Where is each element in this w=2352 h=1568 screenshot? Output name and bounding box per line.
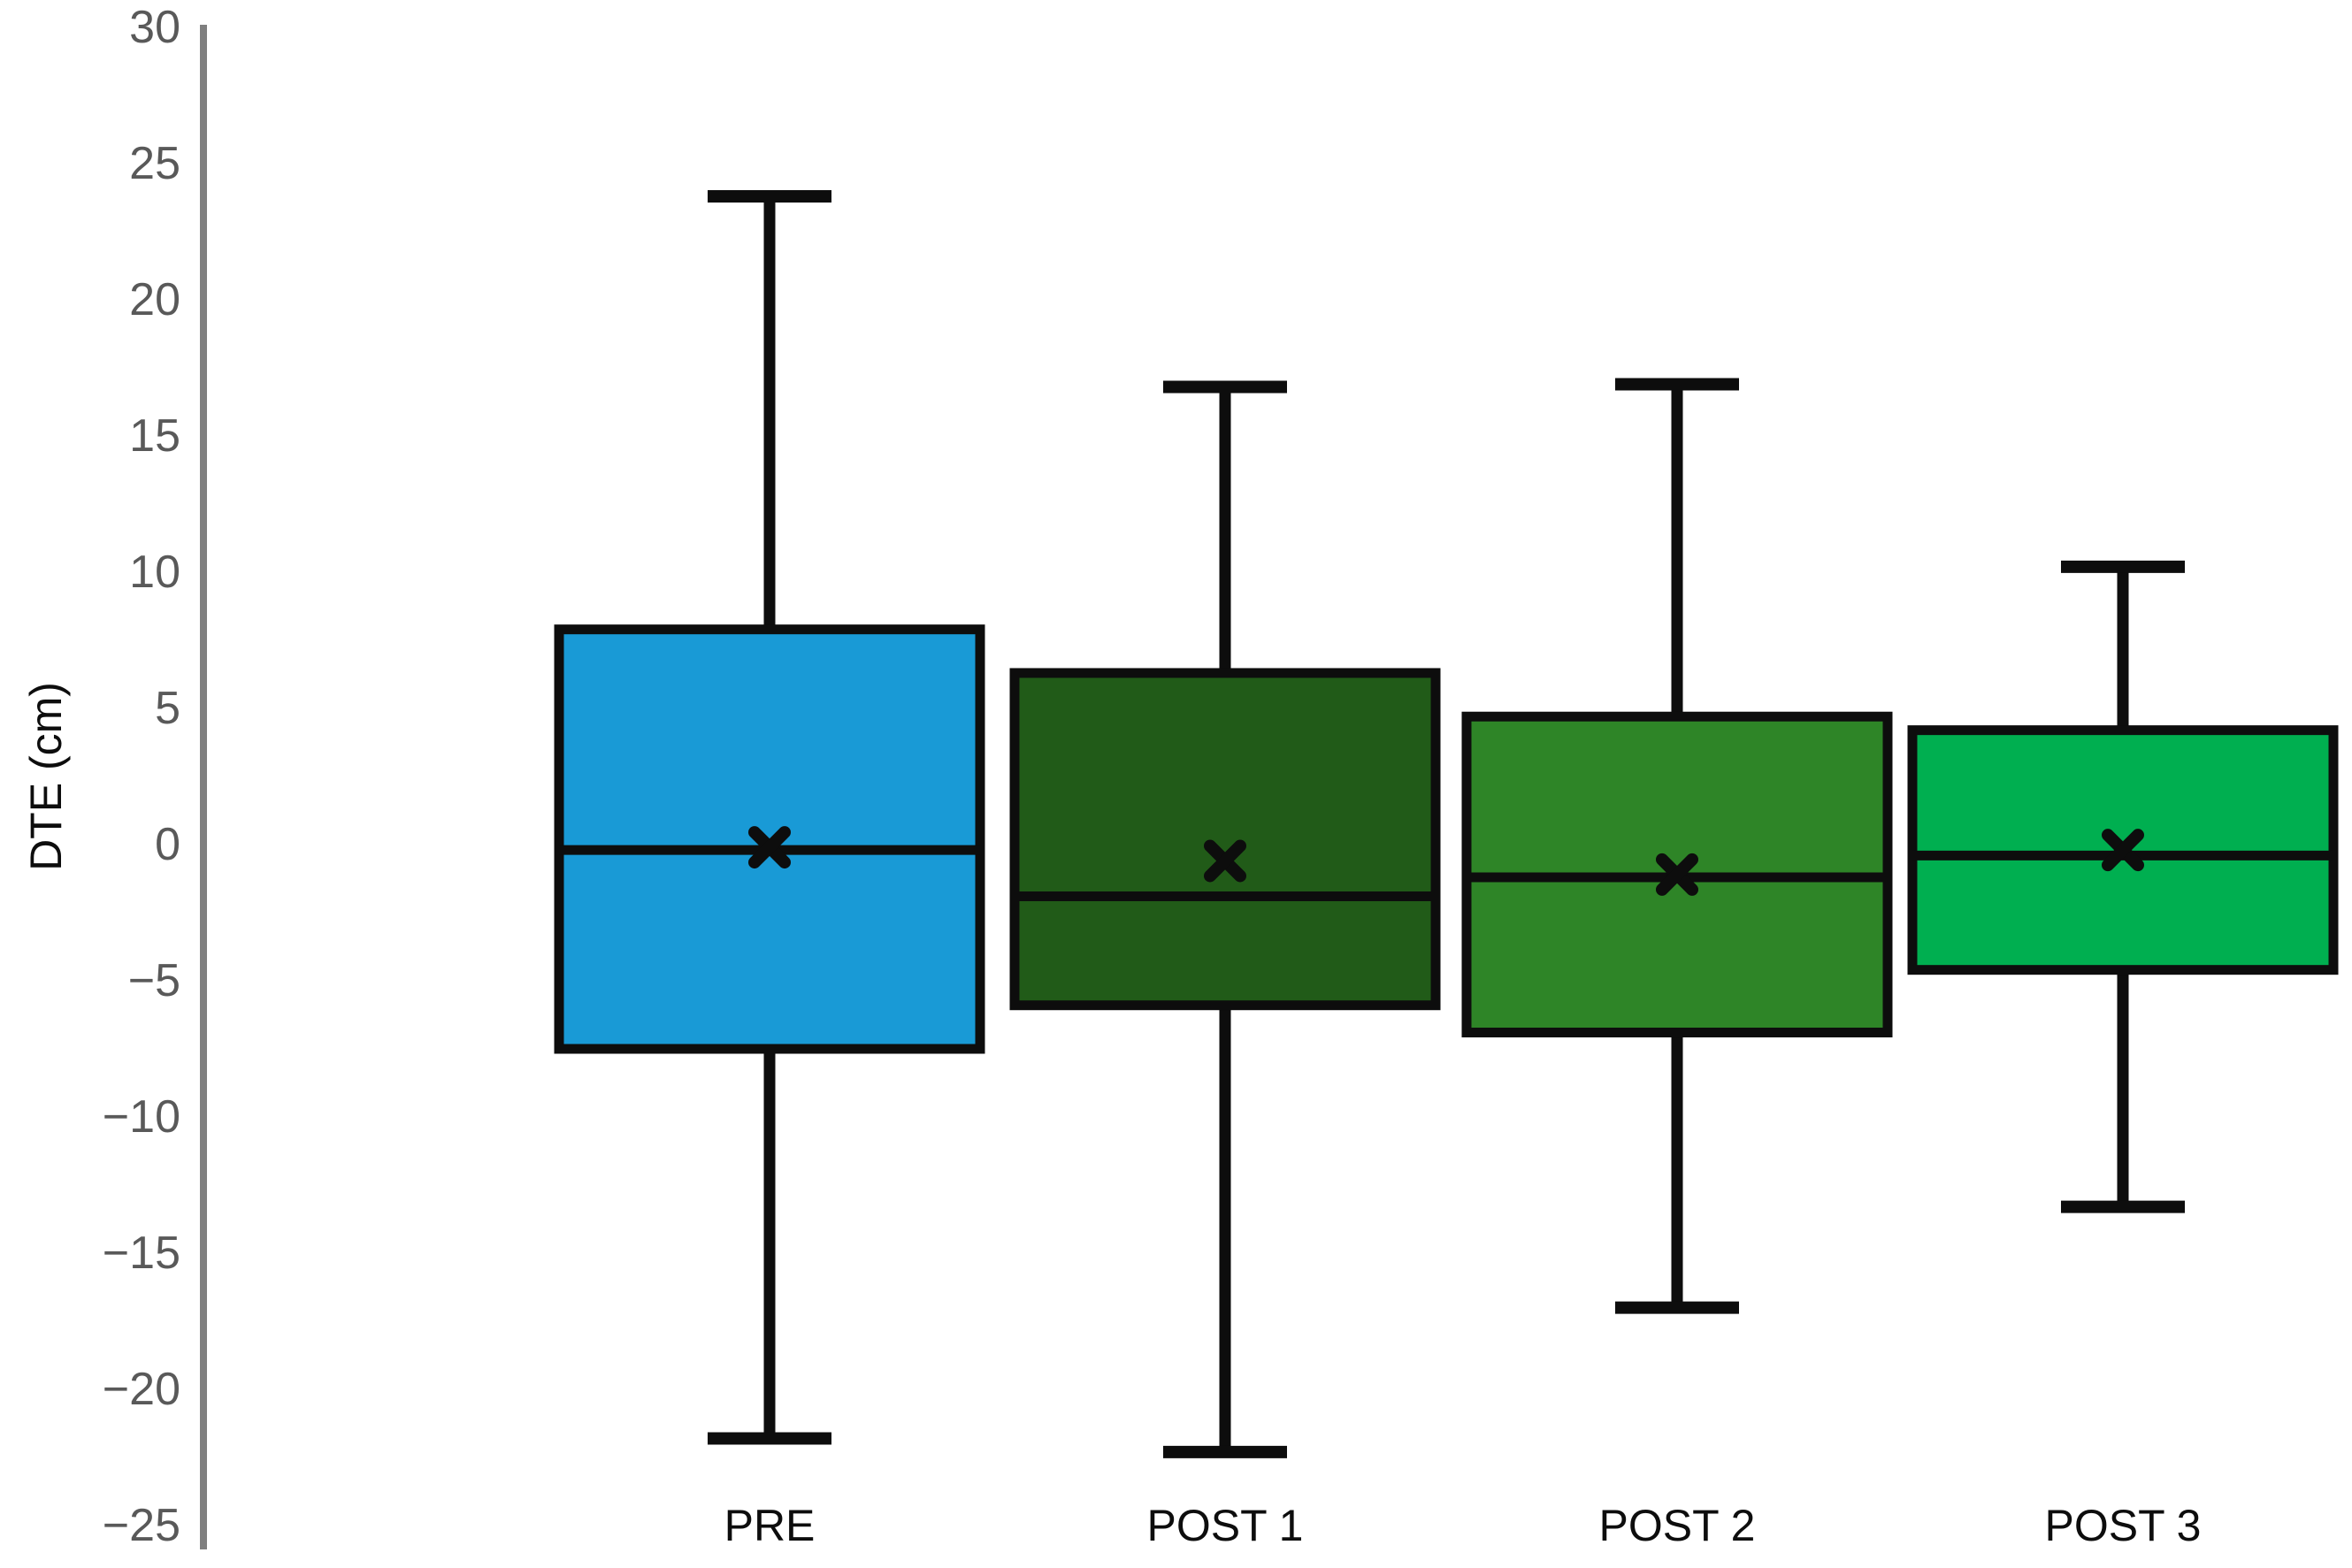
category-label-post-2: POST 2 [1599,1501,1756,1550]
y-tick-label-neg10: −10 [103,1091,180,1143]
y-tick-label-neg25: −25 [103,1500,180,1551]
y-tick-label-30: 30 [129,2,180,53]
y-tick-label-neg20: −20 [103,1364,180,1415]
y-tick-label-5: 5 [155,683,180,734]
y-tick-label-0: 0 [155,819,180,870]
category-label-pre: PRE [724,1501,816,1550]
y-tick-label-25: 25 [129,138,180,189]
category-label-post-1: POST 1 [1147,1501,1304,1550]
y-tick-label-10: 10 [129,547,180,598]
y-tick-label-15: 15 [129,410,180,462]
y-tick-label-neg5: −5 [128,955,180,1006]
category-label-post-3: POST 3 [2045,1501,2202,1550]
mean-x-marker-post-1 [1204,839,1246,883]
y-tick-label-20: 20 [129,274,180,325]
y-tick-label-neg15: −15 [103,1228,180,1279]
y-axis-title: DTE (cm) [21,682,71,871]
mean-x-marker-post-2 [1656,853,1698,896]
mean-x-marker-pre [748,826,791,869]
mean-x-marker-post-3 [2102,829,2144,872]
iqr-box-post-1 [1009,668,1441,1011]
